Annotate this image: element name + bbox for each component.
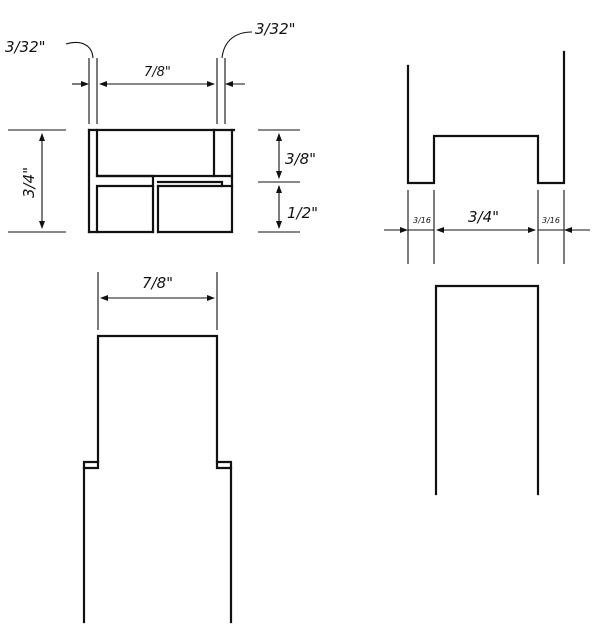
tenon-outline	[82, 334, 233, 624]
joint-height-label: 3/4"	[20, 167, 38, 198]
channel-inner-width-label: 3/4"	[468, 208, 499, 226]
left-gap-callout: 3/32"	[5, 38, 94, 59]
joint-part-dimensions: 3/8" 1/2"	[258, 129, 318, 233]
channel-right-lip-label: 3/16	[542, 216, 560, 225]
tenon-width-label: 7/8"	[142, 274, 173, 292]
joint-profile	[87, 128, 236, 234]
joint-cross-section: 7/8" 3/32" 3/32" 3/4" 3/8"	[5, 20, 318, 234]
inner-rail-outline	[434, 284, 540, 496]
inner-rail	[434, 284, 540, 496]
right-gap-callout: 3/32"	[221, 20, 296, 59]
joint-height-dimension: 3/4"	[8, 129, 66, 233]
channel-profile	[406, 50, 566, 185]
left-gap-label: 3/32"	[5, 38, 46, 56]
channel-left-lip-label: 3/16	[413, 216, 431, 225]
upper-part-label: 3/8"	[285, 150, 316, 168]
channel-section: 3/16 3/4" 3/16	[384, 50, 590, 264]
lower-part-label: 1/2"	[287, 204, 318, 222]
joint-width-dimension: 7/8"	[99, 65, 215, 87]
joint-width-label: 7/8"	[144, 65, 171, 80]
tenon-elevation: 7/8"	[82, 272, 233, 624]
right-gap-label: 3/32"	[255, 20, 296, 38]
